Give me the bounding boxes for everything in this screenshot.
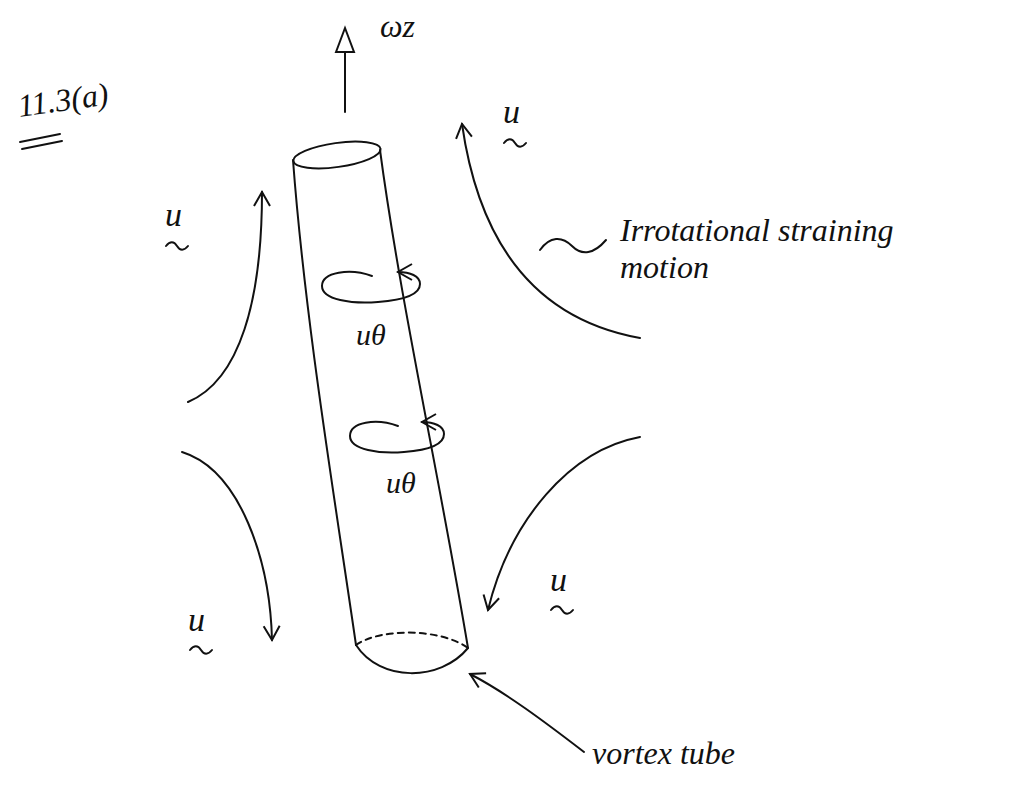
vector-tilde [504,139,526,147]
annotation: Irrotational straining motion [620,212,990,286]
figure-number: 11.3(a) [15,76,110,125]
underline [20,134,60,142]
vorticity-label: ωz [380,8,415,45]
leader-arrow [470,674,584,752]
underline [22,141,62,149]
flow-arrow [488,437,640,610]
swirl-arrow [322,272,420,303]
velocity-label: u [188,600,205,639]
tube-wall [293,160,356,645]
velocity-label: u [165,195,182,234]
vector-tilde [551,606,573,614]
swirl-arrow [350,422,444,453]
tube-top [292,137,382,173]
vector-tilde [166,242,188,250]
velocity-label: u [550,560,567,599]
velocity-label: u [503,92,520,131]
flow-arrow [188,192,262,402]
swirl-label: uθ [386,466,416,501]
swirl-label: uθ [356,318,386,353]
annotation: vortex tube [592,735,735,772]
tube-bottom-hidden [356,633,468,648]
vector-tilde [190,646,212,654]
flow-arrow [182,452,272,640]
vorticity-arrow [344,50,346,112]
tube-wall [380,150,468,648]
flow-arrow [462,124,640,338]
leader-tilde [540,239,606,252]
tube-bottom [356,645,468,673]
vorticity-arrowhead [336,28,354,52]
